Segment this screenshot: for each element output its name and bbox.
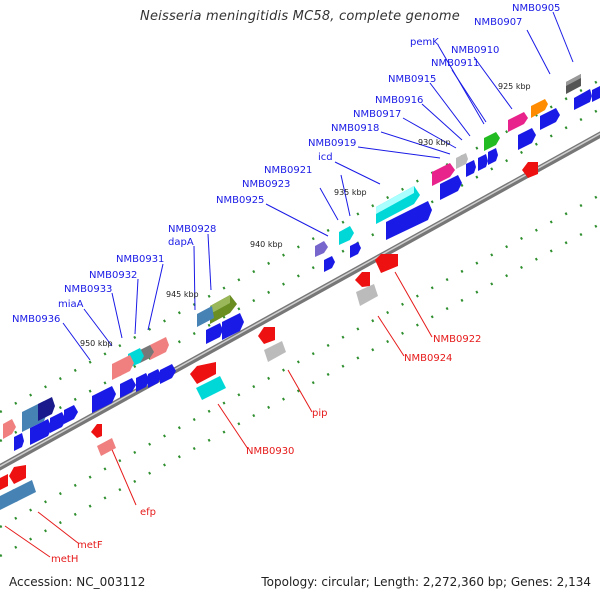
gene-nmb0936[interactable] — [22, 397, 55, 432]
label-nmb0924[interactable]: NMB0924 — [404, 353, 452, 364]
accession-text: Accession: NC_003112 — [9, 575, 146, 589]
forward-callouts — [62, 11, 574, 361]
kbp-ticks: 925 kbp 930 kbp 935 kbp 940 kbp 945 kbp … — [80, 82, 531, 348]
label-dapa[interactable]: dapA — [168, 237, 194, 248]
reverse-gene-labels: NMB0922 NMB0924 pip NMB0930 efp metF met… — [51, 334, 481, 565]
gene-icd[interactable] — [376, 186, 420, 224]
gene-nmb0905[interactable] — [566, 74, 581, 94]
label-nmb0905[interactable]: NMB0905 — [512, 3, 560, 14]
label-nmb0936[interactable]: NMB0936 — [12, 314, 60, 325]
gene-nmb0923[interactable] — [339, 226, 354, 245]
label-pemk[interactable]: pemK — [410, 37, 439, 48]
gene-nmb0932[interactable] — [140, 345, 154, 363]
gene-nmb0922[interactable] — [375, 254, 398, 273]
label-nmb0917[interactable]: NMB0917 — [353, 109, 401, 120]
label-miaa[interactable]: miaA — [58, 299, 84, 310]
gene-miaA[interactable] — [112, 355, 134, 380]
gene-nmb0928[interactable] — [197, 306, 214, 327]
label-nmb0916[interactable]: NMB0916 — [375, 95, 423, 106]
label-nmb0919[interactable]: NMB0919 — [308, 138, 356, 149]
gene-nmb0911[interactable] — [508, 112, 528, 132]
label-nmb0915[interactable]: NMB0915 — [388, 74, 436, 85]
label-nmb0931[interactable]: NMB0931 — [116, 254, 164, 265]
tick-950: 950 kbp — [80, 339, 113, 348]
gene-nmb0925[interactable] — [315, 241, 328, 257]
forward-gene-labels: NMB0905 NMB0907 NMB0910 pemK NMB0911 NMB… — [12, 3, 560, 325]
gene-pip[interactable] — [258, 327, 286, 362]
forward-genes-inner — [14, 86, 600, 451]
gene-far-right[interactable] — [522, 162, 538, 178]
label-nmb0925[interactable]: NMB0925 — [216, 195, 264, 206]
genome-backbone — [0, 131, 600, 471]
gene-nmb0907[interactable] — [531, 99, 548, 118]
tick-945: 945 kbp — [166, 290, 199, 299]
label-nmb0907[interactable]: NMB0907 — [474, 17, 522, 28]
label-pip[interactable]: pip — [312, 408, 327, 419]
tick-930: 930 kbp — [418, 138, 451, 147]
label-nmb0922[interactable]: NMB0922 — [433, 334, 481, 345]
reverse-genes — [0, 162, 538, 510]
label-nmb0933[interactable]: NMB0933 — [64, 284, 112, 295]
tick-940: 940 kbp — [250, 240, 283, 249]
gene-efp[interactable] — [91, 424, 116, 456]
label-nmb0921[interactable]: NMB0921 — [264, 165, 312, 176]
map-title: Neisseria meningitidis MC58, complete ge… — [140, 9, 460, 24]
gene-left-edge[interactable] — [3, 419, 16, 439]
tick-925: 925 kbp — [498, 82, 531, 91]
label-nmb0918[interactable]: NMB0918 — [331, 123, 379, 134]
gene-nmb0921-hl[interactable] — [432, 163, 455, 186]
gene-dapA[interactable] — [210, 295, 237, 324]
label-nmb0928[interactable]: NMB0928 — [168, 224, 216, 235]
label-nmb0923[interactable]: NMB0923 — [242, 179, 290, 190]
label-nmb0911[interactable]: NMB0911 — [431, 58, 479, 69]
gene-nmb0930[interactable] — [190, 362, 226, 400]
label-nmb0930[interactable]: NMB0930 — [246, 446, 294, 457]
gene-nmb0924[interactable] — [355, 272, 378, 306]
genome-summary-text: Topology: circular; Length: 2,272,360 bp… — [261, 575, 591, 589]
tick-935: 935 kbp — [334, 188, 367, 197]
label-metf[interactable]: metF — [77, 540, 103, 551]
label-icd[interactable]: icd — [318, 152, 333, 163]
label-efp[interactable]: efp — [140, 507, 156, 518]
forward-genes-outer — [3, 74, 581, 439]
label-meth[interactable]: metH — [51, 554, 78, 565]
reverse-callouts — [4, 271, 433, 558]
gene-metF[interactable] — [9, 465, 36, 502]
gene-metH[interactable] — [0, 474, 18, 510]
gene-nmb0918[interactable] — [456, 153, 468, 169]
label-nmb0932[interactable]: NMB0932 — [89, 270, 137, 281]
gene-nmb0931[interactable] — [150, 337, 169, 360]
label-nmb0910[interactable]: NMB0910 — [451, 45, 499, 56]
gene-nmb0915[interactable] — [484, 132, 500, 151]
